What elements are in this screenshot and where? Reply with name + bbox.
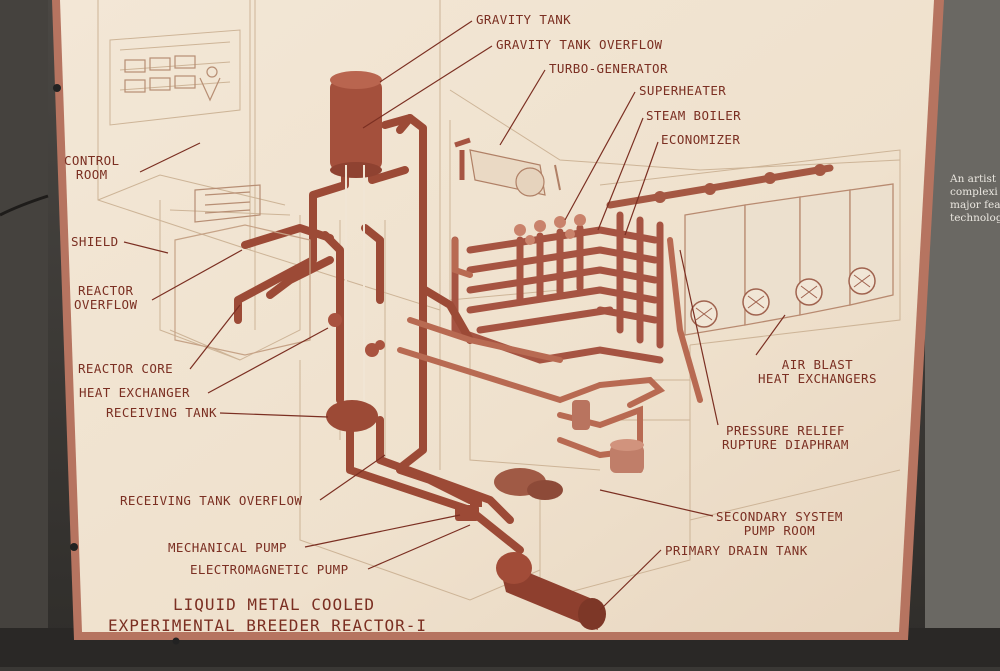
turbine-pipe (454, 137, 471, 180)
label-reactor-overflow: REACTOR OVERFLOW (74, 283, 138, 312)
label-economizer: ECONOMIZER (661, 132, 741, 147)
left-wall-panel (0, 0, 48, 667)
label-reactor-core: REACTOR CORE (78, 361, 174, 376)
primary-drain-tank-shape (496, 552, 606, 630)
label-receiving-tank-overflow: RECEIVING TANK OVERFLOW (120, 493, 303, 508)
label-heat-exchanger: HEAT EXCHANGER (79, 385, 190, 400)
receiving-tank-shape (326, 400, 378, 432)
steam-generator-coils (451, 211, 664, 364)
label-receiving-tank: RECEIVING TANK (106, 405, 217, 420)
poster-paper (60, 0, 934, 632)
pin-bottom (172, 637, 180, 645)
wall-caption: An artist complexi major fea technolog (950, 173, 1000, 224)
label-electromagnetic-pump: ELECTROMAGNETIC PUMP (190, 562, 349, 577)
turbine-sketch (469, 149, 561, 197)
heat-exchanger-valves (328, 313, 385, 357)
gravity-tank-shape (330, 71, 382, 178)
label-turbo-generator: TURBO-GENERATOR (549, 61, 668, 76)
leader-lines (123, 20, 786, 611)
control-room-sketch (124, 55, 261, 223)
label-steam-boiler: STEAM BOILER (646, 108, 742, 123)
pin-bottom-left (70, 543, 78, 551)
label-gravity-tank-overflow: GRAVITY TANK OVERFLOW (496, 37, 663, 52)
label-pressure-relief: PRESSURE RELIEF RUPTURE DIAPHRAM (722, 423, 849, 452)
label-secondary-system-pump-room: SECONDARY SYSTEM PUMP ROOM (716, 509, 843, 538)
pump-shapes (455, 495, 482, 521)
primary-piping (234, 114, 524, 554)
label-control-room: CONTROL ROOM (64, 153, 120, 182)
shield-block (174, 224, 311, 356)
cable (0, 194, 49, 217)
air-blast-units (606, 164, 894, 336)
label-primary-drain-tank: PRIMARY DRAIN TANK (665, 543, 808, 558)
label-shield: SHIELD (71, 234, 119, 249)
label-gravity-tank: GRAVITY TANK (476, 12, 572, 27)
gravity-tank-legs (345, 165, 365, 400)
poster-title-line-1: LIQUID METAL COOLED (173, 595, 376, 614)
pump-room-equipment (494, 400, 644, 500)
poster-title-line-2: EXPERIMENTAL BREEDER REACTOR-I (108, 616, 427, 635)
label-superheater: SUPERHEATER (639, 83, 727, 98)
label-air-blast-heat-exchangers: AIR BLAST HEAT EXCHANGERS (758, 357, 877, 386)
pin-top-left (53, 84, 61, 92)
coil-headers (514, 214, 586, 245)
label-mechanical-pump: MECHANICAL PUMP (168, 540, 287, 555)
